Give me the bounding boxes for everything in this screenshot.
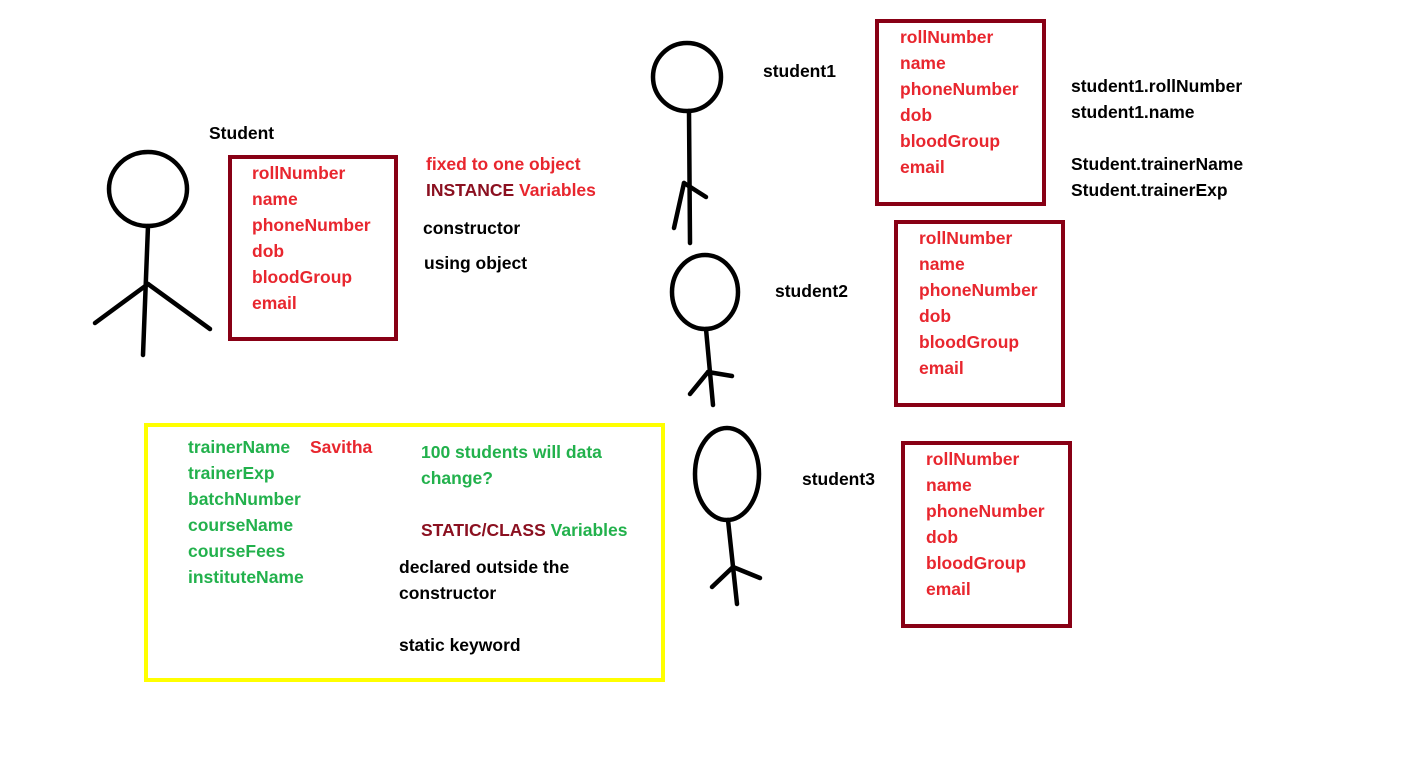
static-field: courseName (188, 515, 294, 535)
student1-figure (650, 40, 724, 246)
class-field: dob (252, 241, 285, 261)
object-field: phoneNumber (919, 280, 1038, 300)
access-note-instance: student1.name (1071, 102, 1195, 122)
student2-label: student2 (775, 281, 848, 301)
object-field: email (919, 358, 964, 378)
instance-note-constructor: constructor (423, 218, 521, 238)
object-field: bloodGroup (926, 553, 1027, 573)
student2-fields-box (894, 220, 1065, 407)
figure-arm-left (709, 564, 736, 590)
figure-body (140, 223, 151, 358)
class-field: name (252, 189, 298, 209)
object-field: name (900, 53, 946, 73)
class-fields-box (228, 155, 398, 341)
static-question-line2: change? (421, 468, 493, 488)
student1-fields-box (875, 19, 1046, 206)
class-field: email (252, 293, 297, 313)
object-field: bloodGroup (900, 131, 1001, 151)
object-field: rollNumber (900, 27, 994, 47)
static-field: courseFees (188, 541, 286, 561)
figure-arm-left (687, 369, 711, 397)
instance-note-fixed: fixed to one object (426, 154, 581, 174)
figure-arm-right (681, 180, 709, 200)
instance-suffix: Variables (519, 180, 596, 200)
static-field: instituteName (188, 567, 304, 587)
figure-arm-right (145, 281, 213, 332)
instance-variables-heading: INSTANCE Variables (426, 177, 596, 203)
instance-note-using-object: using object (424, 253, 528, 273)
student3-label: student3 (802, 469, 875, 489)
student3-figure (692, 425, 763, 607)
student1-label: student1 (763, 61, 836, 81)
object-field: dob (900, 105, 933, 125)
static-field: trainerExp (188, 463, 275, 483)
instance-keyword: INSTANCE (426, 180, 515, 200)
object-field: rollNumber (919, 228, 1013, 248)
object-field: phoneNumber (926, 501, 1045, 521)
access-note-static: Student.trainerExp (1071, 180, 1228, 200)
class-field: phoneNumber (252, 215, 371, 235)
static-field: batchNumber (188, 489, 301, 509)
figure-head (650, 40, 724, 114)
static-keyword: STATIC/CLASS (421, 520, 546, 540)
static-declared-line1: declared outside the (399, 557, 570, 577)
class-label: Student (209, 123, 275, 143)
object-field: email (926, 579, 971, 599)
figure-head (106, 149, 190, 229)
static-variables-box (144, 423, 665, 682)
access-note-static: Student.trainerName (1071, 154, 1244, 174)
figure-arm-left (92, 281, 151, 326)
static-question-line1: 100 students will data (421, 442, 602, 462)
object-field: name (926, 475, 972, 495)
student2-figure (669, 252, 741, 408)
student-class-figure (92, 149, 213, 358)
figure-arm-right (730, 564, 763, 581)
access-note-instance: student1.rollNumber (1071, 76, 1243, 96)
static-keyword-note: static keyword (399, 635, 521, 655)
static-variables-heading: STATIC/CLASS Variables (421, 517, 628, 543)
student3-fields-box (901, 441, 1072, 628)
object-field: dob (919, 306, 952, 326)
class-field: rollNumber (252, 163, 346, 183)
figure-body (703, 326, 716, 408)
object-field: bloodGroup (919, 332, 1020, 352)
object-field: rollNumber (926, 449, 1020, 469)
figure-head (692, 425, 762, 523)
static-field: trainerName (188, 437, 291, 457)
figure-arm-left (671, 180, 687, 231)
figure-head (669, 252, 741, 332)
static-suffix: Variables (550, 520, 628, 540)
figure-body (725, 517, 740, 607)
figure-body (686, 108, 693, 246)
object-field: name (919, 254, 965, 274)
class-field: bloodGroup (252, 267, 353, 287)
object-field: dob (926, 527, 959, 547)
figure-arm-right (705, 369, 735, 379)
object-field: phoneNumber (900, 79, 1019, 99)
trainer-name-value: Savitha (310, 437, 373, 457)
object-field: email (900, 157, 945, 177)
static-declared-line2: constructor (399, 583, 497, 603)
